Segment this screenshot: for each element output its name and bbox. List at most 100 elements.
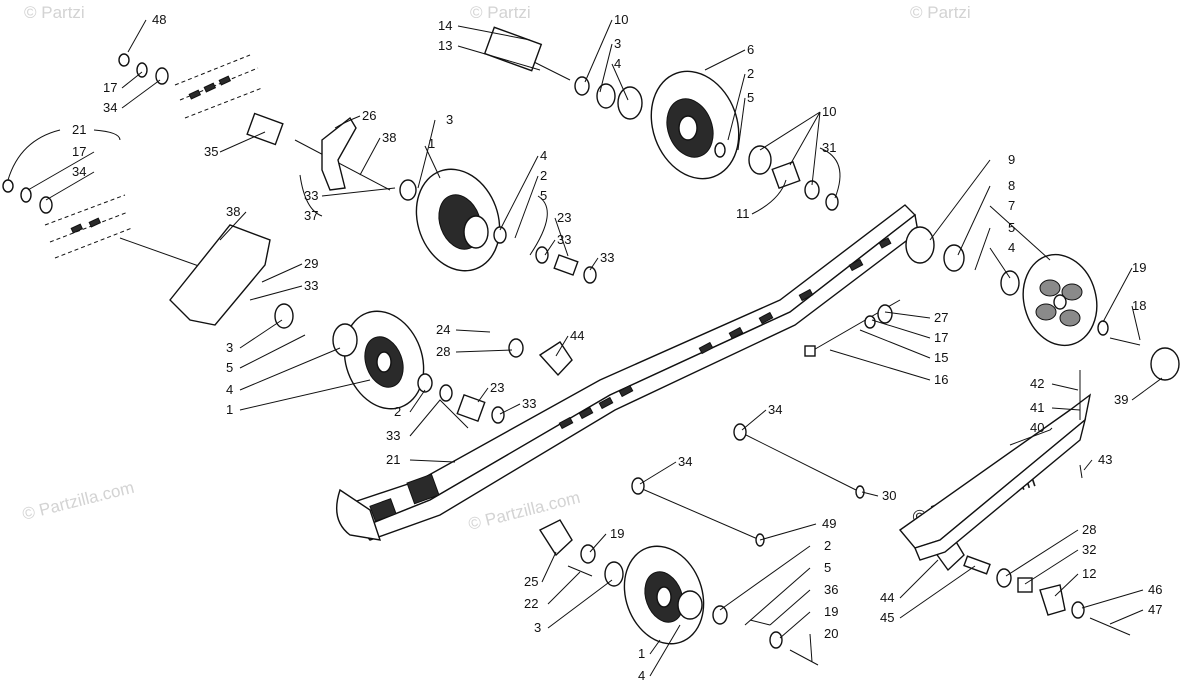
callout-29: 29 (304, 256, 318, 271)
callout-33: 33 (304, 278, 318, 293)
watermark-top-right: © Partzi (910, 3, 971, 22)
callout-3: 3 (226, 340, 233, 355)
callout-38: 38 (226, 204, 240, 219)
callout-48: 48 (152, 12, 166, 27)
callout-12: 12 (1082, 566, 1096, 581)
callout-45: 45 (880, 610, 894, 625)
callout-10: 10 (822, 104, 836, 119)
callout-2: 2 (747, 66, 754, 81)
callout-39: 39 (1114, 392, 1128, 407)
callout-46: 46 (1148, 582, 1162, 597)
callout-1: 1 (638, 646, 645, 661)
callout-25: 25 (524, 574, 538, 589)
callout-5: 5 (824, 560, 831, 575)
callout-4: 4 (614, 56, 621, 71)
callout-38: 38 (382, 130, 396, 145)
rear-idler-wheel (1022, 253, 1098, 347)
small-parts (2, 26, 1180, 649)
callout-33: 33 (522, 396, 536, 411)
callout-23: 23 (557, 210, 571, 225)
callout-11: 11 (736, 206, 750, 221)
callout-22: 22 (524, 596, 538, 611)
callout-33: 33 (600, 250, 614, 265)
callout-3: 3 (446, 112, 453, 127)
callout-21: 21 (386, 452, 400, 467)
callout-2: 2 (394, 404, 401, 419)
callout-36: 36 (824, 582, 838, 597)
callout-4: 4 (540, 148, 547, 163)
callout-15: 15 (934, 350, 948, 365)
callout-27: 27 (934, 310, 948, 325)
callout-17: 17 (103, 80, 117, 95)
leader-lines (7, 19, 1163, 677)
watermark-left: © Partzilla.com (20, 478, 136, 524)
watermark-top-center: © Partzi (470, 3, 531, 22)
callout-1: 1 (226, 402, 233, 417)
callout-28: 28 (436, 344, 450, 359)
callout-7: 7 (1008, 198, 1015, 213)
callout-34: 34 (72, 164, 86, 179)
bolts (567, 337, 1141, 666)
callout-49: 49 (822, 516, 836, 531)
callout-28: 28 (1082, 522, 1096, 537)
callout-31: 31 (822, 140, 836, 155)
callout-16: 16 (934, 372, 948, 387)
callout-6: 6 (747, 42, 754, 57)
callout-34: 34 (103, 100, 117, 115)
callout-26: 26 (362, 108, 376, 123)
callout-33: 33 (557, 232, 571, 247)
callout-24: 24 (436, 322, 450, 337)
callout-3: 3 (614, 36, 621, 51)
callout-4: 4 (226, 382, 233, 397)
callout-3: 3 (534, 620, 541, 635)
callout-4: 4 (638, 668, 645, 683)
callout-42: 42 (1030, 376, 1044, 391)
callout-19: 19 (1132, 260, 1146, 275)
callout-14: 14 (438, 18, 452, 33)
callout-5: 5 (747, 90, 754, 105)
callout-34: 34 (678, 454, 692, 469)
idler-wheel-top (650, 70, 740, 180)
callout-21: 21 (72, 122, 86, 137)
callout-23: 23 (490, 380, 504, 395)
callout-41: 41 (1030, 400, 1044, 415)
callout-40: 40 (1030, 420, 1044, 435)
callout-47: 47 (1148, 602, 1162, 617)
callout-9: 9 (1008, 152, 1015, 167)
callout-30: 30 (882, 488, 896, 503)
watermark-top-left: © Partzi (24, 3, 85, 22)
callout-32: 32 (1082, 542, 1096, 557)
callout-13: 13 (438, 38, 452, 53)
idler-wheel-bottom (623, 545, 705, 645)
callout-44: 44 (880, 590, 894, 605)
callout-33: 33 (386, 428, 400, 443)
callout-17: 17 (72, 144, 86, 159)
shafts (119, 59, 901, 547)
callout-44: 44 (570, 328, 584, 343)
callout-17: 17 (934, 330, 948, 345)
callout-37: 37 (304, 208, 318, 223)
callout-19: 19 (824, 604, 838, 619)
callout-19: 19 (610, 526, 624, 541)
callout-34: 34 (768, 402, 782, 417)
callout-43: 43 (1098, 452, 1112, 467)
callout-1: 1 (428, 136, 435, 151)
callout-18: 18 (1132, 298, 1146, 313)
callout-20: 20 (824, 626, 838, 641)
rail-stub-upper (174, 54, 263, 119)
callout-2: 2 (824, 538, 831, 553)
callout-33: 33 (304, 188, 318, 203)
callout-4: 4 (1008, 240, 1015, 255)
idler-wheel-left (343, 310, 425, 410)
callout-2: 2 (540, 168, 547, 183)
rail-slots (558, 237, 892, 430)
callout-5: 5 (226, 360, 233, 375)
callout-8: 8 (1008, 178, 1015, 193)
callout-5: 5 (1008, 220, 1015, 235)
idler-wheel-upper-mid (415, 168, 501, 272)
callout-35: 35 (204, 144, 218, 159)
callout-10: 10 (614, 12, 628, 27)
callouts: 48 17 34 21 17 34 14 13 10 3 4 6 2 5 10 … (72, 12, 1162, 683)
callout-5: 5 (540, 188, 547, 203)
